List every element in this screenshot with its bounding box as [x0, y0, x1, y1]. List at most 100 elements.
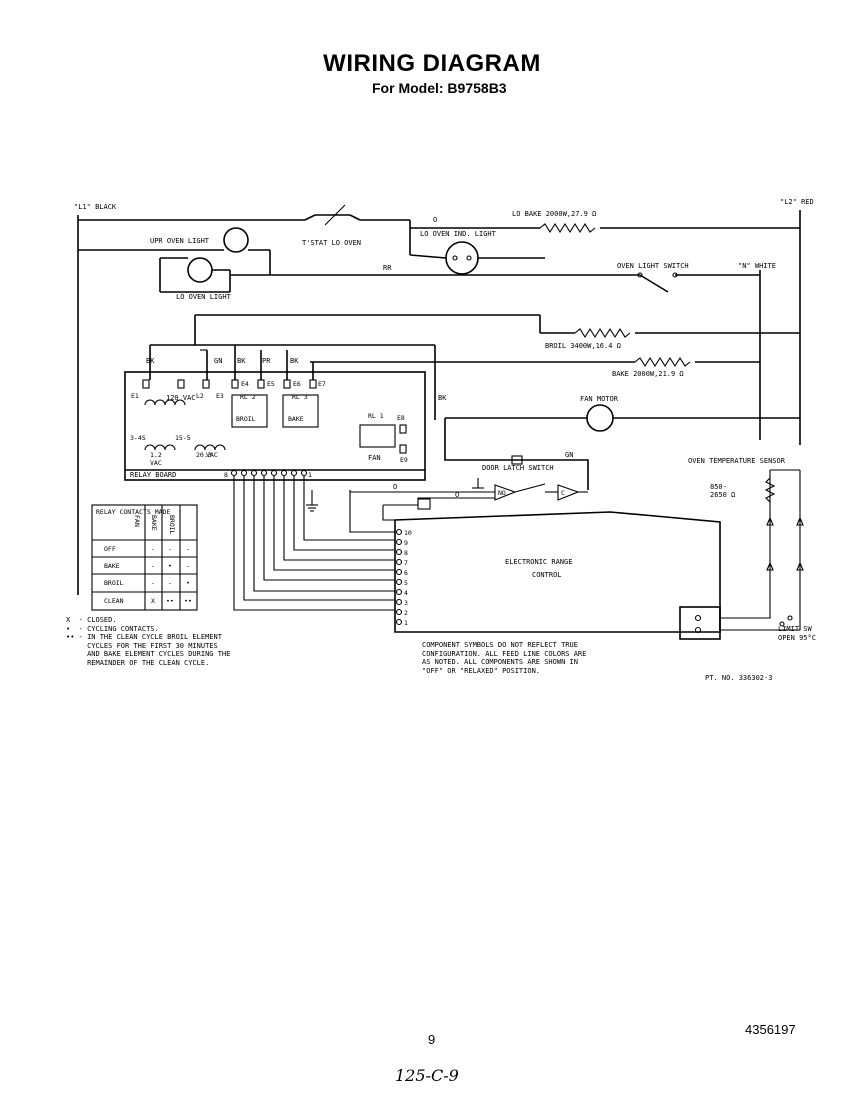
relay-cell: -	[186, 562, 190, 570]
lo-bake-resistor	[539, 222, 596, 234]
label-l1-black: "L1" BLACK	[74, 203, 117, 211]
relay-board-connector	[230, 469, 308, 477]
label-tstat-lo-oven: T'STAT LO OVEN	[302, 239, 361, 247]
control-pin-3: 3	[404, 599, 408, 607]
wire-color-o-2: O	[393, 483, 397, 491]
ts-value-4: VAC	[150, 459, 162, 467]
control-pins	[395, 528, 403, 626]
page-number: 9	[428, 1032, 436, 1047]
control-pin-6: 6	[404, 569, 408, 577]
label-c: C	[561, 489, 565, 497]
component-note: COMPONENT SYMBOLS DO NOT REFLECT TRUE CO…	[422, 641, 587, 675]
label-limit-sw-1: LIMIT SW	[778, 625, 813, 633]
ts-value-3: 1.2	[150, 451, 162, 459]
broil-resistor	[574, 327, 631, 339]
label-broil-coil: BROIL	[236, 415, 256, 423]
label-oven-temp-sensor: OVEN TEMPERATURE SENSOR	[688, 457, 786, 465]
label-erc-1: ELECTRONIC RANGE	[505, 558, 572, 566]
upr-oven-light-icon	[223, 227, 249, 253]
label-oven-light-switch: OVEN LIGHT SWITCH	[617, 262, 689, 270]
control-pin-7: 7	[404, 559, 408, 567]
wire-color-gn-2: GN	[565, 451, 573, 459]
label-n-white: "N" WHITE	[738, 262, 776, 270]
wire-color-bk-1: BK	[146, 357, 155, 365]
ts-value-6: VAC	[206, 451, 218, 459]
wire-color-o-3: O	[455, 491, 459, 499]
control-pin-4: 4	[404, 589, 408, 597]
relay-table-row-off: OFF	[104, 545, 116, 553]
label-relay-rl1: RL 1	[368, 412, 384, 420]
relay-cell: -	[151, 562, 155, 570]
label-lo-oven-ind-light: LO OVEN IND. LIGHT	[420, 230, 497, 238]
relay-cell: -	[186, 545, 190, 553]
handwritten-note: 125-C-9	[395, 1066, 459, 1085]
control-pin-10: 10	[404, 529, 412, 537]
wire-color-bk-2: BK	[237, 357, 246, 365]
relay-cell: •	[186, 579, 190, 587]
terminal-l2: L2	[196, 392, 204, 400]
control-pin-1: 1	[404, 619, 408, 627]
model-subtitle: For Model: B9758B3	[372, 80, 507, 96]
ts-value-1: 3-4S	[130, 434, 146, 442]
electronic-range-control	[394, 511, 721, 633]
harness-wires	[233, 476, 395, 611]
label-120-vac: 120 VAC	[166, 394, 196, 402]
terminal-e7: E7	[318, 380, 326, 388]
relay-board-pin-1: 1	[308, 471, 312, 479]
relay-cell: ••	[184, 597, 192, 605]
label-relay-board: RELAY BOARD	[130, 471, 176, 479]
terminal-e4: E4	[241, 380, 249, 388]
label-sensor-ohms-2: 2650 Ω	[710, 491, 735, 499]
relay-table-header: RELAY CONTACTS MADE	[96, 508, 170, 516]
label-erc-2: CONTROL	[532, 571, 562, 579]
ts-value-5: 20.3	[196, 451, 212, 459]
label-door-latch-switch: DOOR LATCH SWITCH	[482, 464, 554, 472]
label-relay-rl3: RL 3	[292, 393, 308, 401]
label-lo-oven-light: LO OVEN LIGHT	[176, 293, 232, 301]
relay-board-terminals	[142, 379, 407, 454]
terminal-e5: E5	[267, 380, 275, 388]
wire-color-pr: PR	[262, 357, 271, 365]
wire-color-o-1: O	[433, 216, 437, 224]
relay-contacts-table	[91, 504, 198, 611]
control-pin-2: 2	[404, 609, 408, 617]
label-bake-coil: BAKE	[288, 415, 304, 423]
relay-table-row-clean: CLEAN	[104, 597, 124, 605]
label-part-no: PT. NO. 336302-3	[705, 674, 772, 682]
label-no: NO	[498, 489, 506, 497]
label-lo-bake: LO BAKE 2000W,27.9 Ω	[512, 210, 596, 218]
label-relay-rl2: RL 2	[240, 393, 256, 401]
relay-cell: -	[151, 579, 155, 587]
ts-value-2: 15-5	[175, 434, 191, 442]
fan-motor-icon	[586, 404, 614, 432]
terminal-e1: E1	[131, 392, 139, 400]
relay-table-col-broil: BROIL	[168, 515, 176, 535]
relay-table-row-broil: BROIL	[104, 579, 124, 587]
relay-cell: -	[168, 579, 172, 587]
label-l2-red: "L2" RED	[780, 198, 814, 206]
label-fan-motor: FAN MOTOR	[580, 395, 619, 403]
wire-color-bk-3: BK	[290, 357, 299, 365]
label-limit-sw-2: OPEN 95°C	[778, 634, 816, 642]
label-fan: FAN	[368, 454, 381, 462]
relay-board	[124, 371, 426, 481]
label-bake-element: BAKE 2000W,21.9 Ω	[612, 370, 684, 378]
bake-resistor	[634, 356, 691, 368]
terminal-e9: E9	[400, 456, 408, 464]
terminal-e3: E3	[216, 392, 224, 400]
control-pin-5: 5	[404, 579, 408, 587]
power-lines	[77, 204, 801, 595]
relay-cell: -	[168, 545, 172, 553]
page-title: WIRING DIAGRAM	[323, 50, 541, 77]
control-pin-9: 9	[404, 539, 408, 547]
terminal-e8: E8	[397, 414, 405, 422]
relay-cell: X	[151, 597, 155, 605]
wire-color-bk-4: BK	[438, 394, 447, 402]
relay-table-col-fan: FAN	[133, 515, 141, 527]
oven-temperature-sensor	[720, 469, 804, 631]
label-upr-oven-light: UPR OVEN LIGHT	[150, 237, 210, 245]
label-broil-element: BROIL 3400W,16.4 Ω	[545, 342, 621, 350]
lo-oven-ind-light-icon	[445, 241, 479, 275]
relay-table-col-bake: BAKE	[150, 515, 158, 531]
relay-cell: ••	[166, 597, 174, 605]
